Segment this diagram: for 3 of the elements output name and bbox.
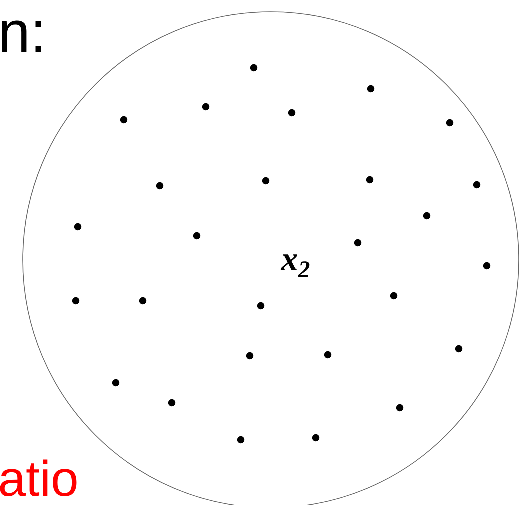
variable-label: x$_{2}$ xyxy=(280,254,310,278)
heading-text: atio xyxy=(0,460,77,496)
heading-text: n: xyxy=(2,20,42,52)
